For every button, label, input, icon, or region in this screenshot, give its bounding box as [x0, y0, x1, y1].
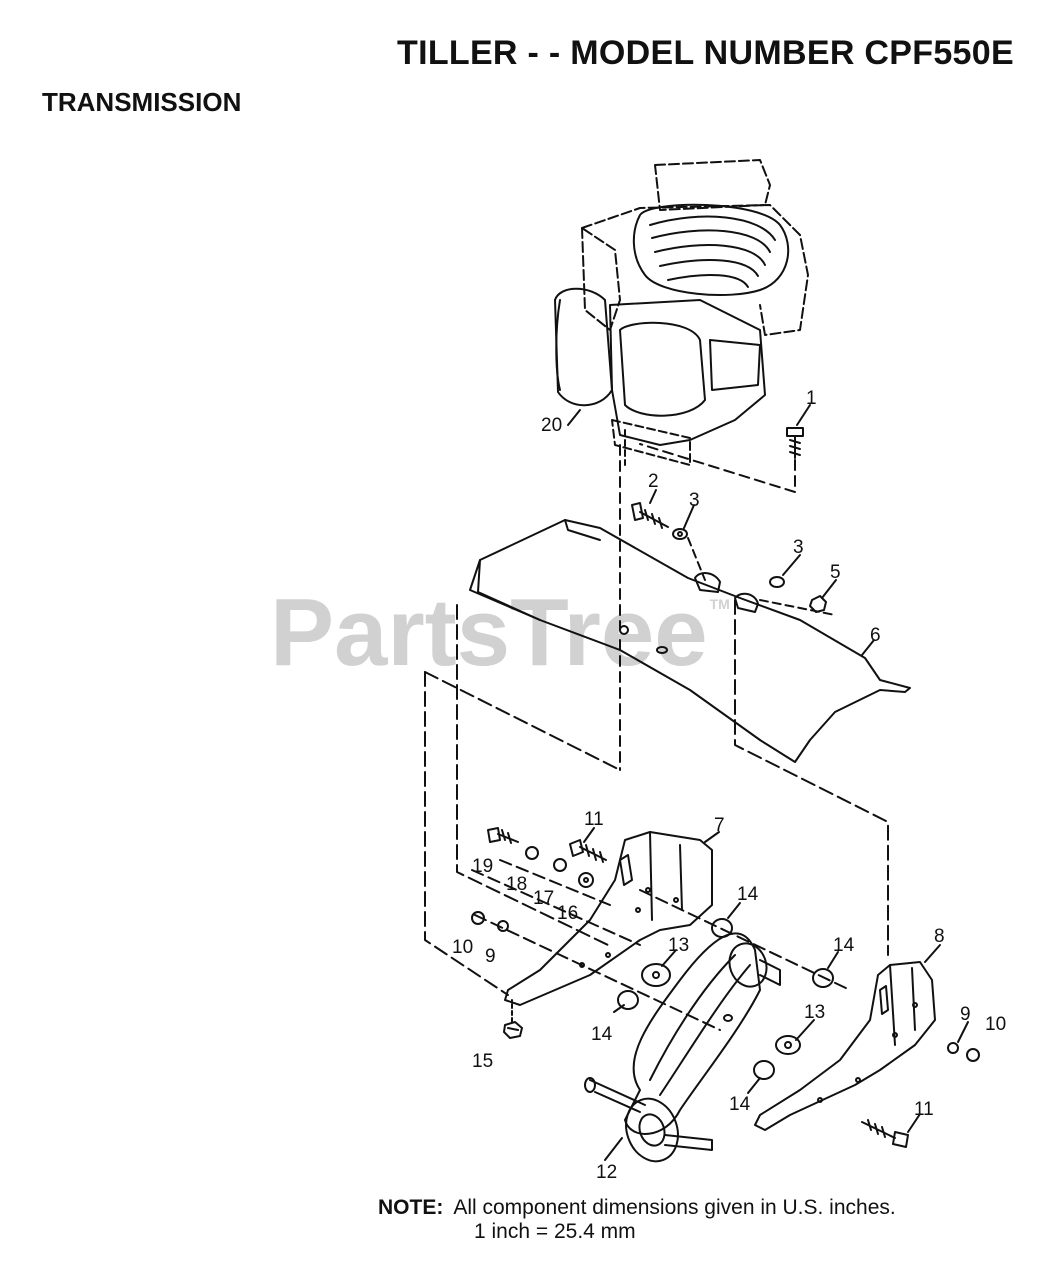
bolt-part-19: [487, 827, 519, 844]
left-bracket-part-7: [504, 831, 713, 1006]
callout-16: 16: [557, 903, 579, 924]
callout-14a: 14: [737, 884, 759, 905]
callout-9a: 9: [485, 946, 496, 967]
washer-part-9b: [947, 1042, 959, 1054]
washer-part-3b: [769, 576, 785, 588]
washer-part-9a: [497, 920, 509, 932]
callout-6: 6: [870, 625, 881, 646]
dimension-note: NOTE: All component dimensions given in U…: [378, 1196, 896, 1244]
section-title: TRANSMISSION: [42, 87, 242, 117]
nut-part-10a: [471, 911, 485, 925]
callout-14d: 14: [729, 1094, 751, 1115]
callout-9b: 9: [960, 1004, 971, 1025]
engine-assembly: [554, 159, 809, 466]
callout-2: 2: [648, 471, 659, 492]
watermark-tm: TM: [709, 596, 730, 612]
callout-14b: 14: [833, 935, 855, 956]
callout-18: 18: [506, 874, 528, 895]
callout-3b: 3: [793, 537, 804, 558]
callout-7: 7: [714, 815, 725, 836]
washer-part-17: [553, 858, 567, 872]
bolt-part-11b: [861, 1119, 909, 1148]
callout-10b: 10: [985, 1014, 1007, 1035]
note-line2: 1 inch = 25.4 mm: [474, 1220, 636, 1244]
diagram-title: TILLER - - MODEL NUMBER CPF550E: [397, 34, 1014, 72]
spacer-part-14c: [617, 990, 639, 1010]
callout-13b: 13: [804, 1002, 826, 1023]
washer-part-13b: [775, 1035, 801, 1055]
chain-case-part-12: [584, 932, 781, 1163]
spacer-part-14a: [711, 918, 733, 938]
note-label: NOTE:: [378, 1196, 444, 1219]
washer-part-18: [525, 846, 539, 860]
callout-20: 20: [541, 415, 563, 436]
nut-part-5: [809, 595, 827, 613]
right-bracket-part-8: [754, 961, 936, 1131]
callout-8: 8: [934, 926, 945, 947]
washer-part-16: [578, 872, 594, 888]
nut-part-15: [503, 1021, 523, 1039]
bolt-part-2: [631, 502, 688, 540]
tine-shield-part-6: [469, 519, 911, 763]
bolt-part-1: [786, 427, 804, 459]
note-line1: All component dimensions given in U.S. i…: [453, 1196, 896, 1219]
callout-11a: 11: [584, 809, 604, 830]
callout-5: 5: [830, 562, 841, 583]
nut-part-10b: [966, 1048, 980, 1062]
callout-12: 12: [596, 1162, 618, 1183]
callout-17: 17: [533, 888, 555, 909]
spacer-part-14d: [753, 1060, 775, 1080]
callout-19: 19: [472, 856, 494, 877]
callout-13a: 13: [668, 935, 690, 956]
callout-10a: 10: [452, 937, 474, 958]
callout-1: 1: [806, 388, 817, 409]
bolt-part-11a: [569, 839, 607, 863]
callout-11b: 11: [914, 1099, 934, 1120]
callout-3a: 3: [689, 490, 700, 511]
callout-14c: 14: [591, 1024, 613, 1045]
spacer-part-14b: [812, 968, 834, 988]
washer-part-13a: [641, 963, 671, 987]
callout-15: 15: [472, 1051, 494, 1072]
